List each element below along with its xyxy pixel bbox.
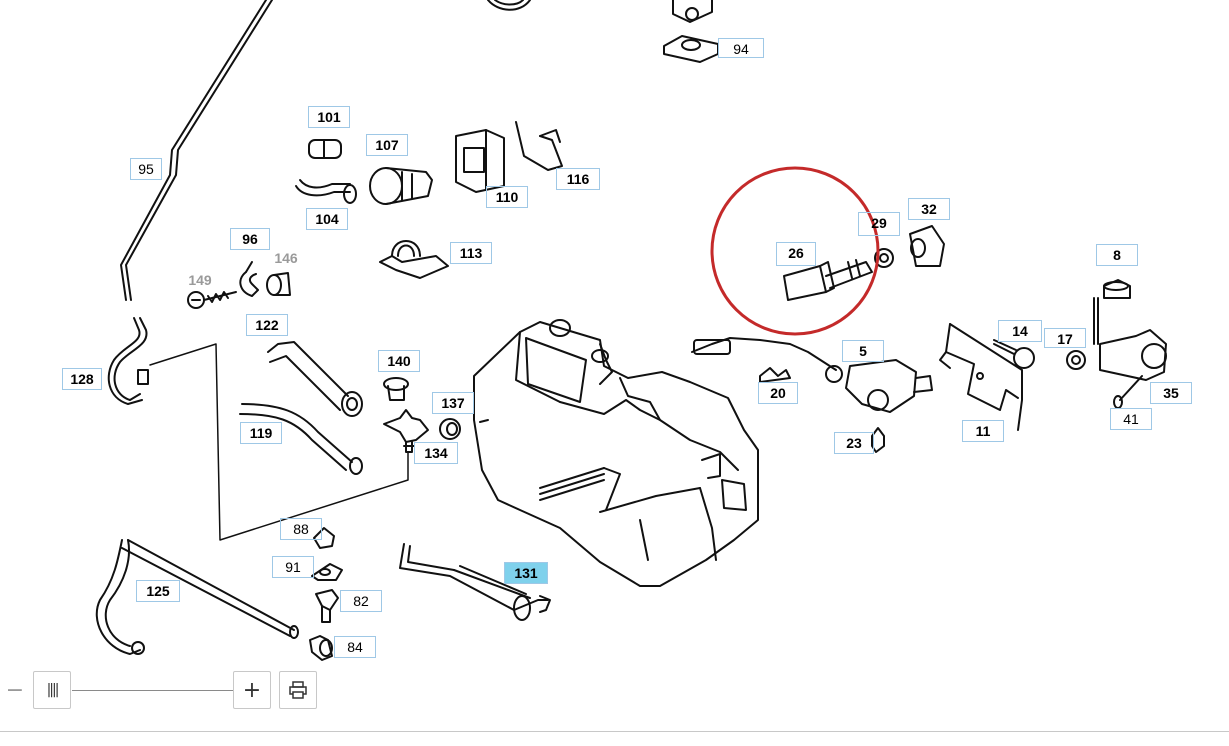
part-5: [691, 337, 933, 413]
part-8: [1103, 279, 1131, 299]
leader-lines: [149, 343, 409, 541]
callout-113[interactable]: 113: [450, 242, 492, 264]
part-149: [187, 291, 237, 309]
part-94: [663, 35, 719, 63]
callout-88[interactable]: 88: [280, 518, 322, 540]
zoom-out-button[interactable]: −: [0, 671, 34, 709]
callout-137[interactable]: 137: [432, 392, 474, 414]
callout-91[interactable]: 91: [272, 556, 314, 578]
part-134: [383, 409, 429, 453]
part-26: [783, 259, 873, 301]
part-35: [1093, 297, 1167, 381]
slider-handle-icon: ||||: [46, 682, 60, 698]
part-29: [874, 248, 894, 268]
callout-95[interactable]: 95: [130, 158, 162, 180]
part-11: [939, 323, 1023, 431]
printer-icon: [289, 681, 307, 699]
print-button[interactable]: [279, 671, 317, 709]
part-125: [95, 539, 299, 655]
part-top-partial: [487, 0, 531, 11]
callout-35[interactable]: 35: [1150, 382, 1192, 404]
part-20: [759, 367, 791, 383]
zoom-in-button[interactable]: +: [233, 671, 271, 709]
zoom-slider-track[interactable]: [72, 690, 234, 691]
callout-82[interactable]: 82: [340, 590, 382, 612]
callout-17[interactable]: 17: [1044, 328, 1086, 348]
callout-104[interactable]: 104: [306, 208, 348, 230]
part-146: [266, 272, 291, 296]
highlight-circle: [710, 166, 880, 336]
part-107: [369, 167, 433, 205]
callout-140[interactable]: 140: [378, 350, 420, 372]
callout-32[interactable]: 32: [908, 198, 950, 220]
callout-14[interactable]: 14: [998, 320, 1042, 342]
part-84: [309, 635, 333, 661]
callout-11[interactable]: 11: [962, 420, 1004, 442]
part-116: [515, 121, 563, 171]
minus-icon: −: [5, 677, 25, 703]
part-32: [909, 225, 945, 267]
zoom-slider-handle[interactable]: ||||: [33, 671, 71, 709]
callout-84[interactable]: 84: [334, 636, 376, 658]
part-95-tube: [120, 0, 273, 301]
callout-122[interactable]: 122: [246, 314, 288, 336]
callout-26[interactable]: 26: [776, 242, 816, 266]
part-131: [399, 543, 551, 621]
part-96: [239, 261, 259, 297]
callout-119[interactable]: 119: [240, 422, 282, 444]
part-23: [871, 427, 885, 453]
part-119: [239, 403, 363, 475]
plus-icon: +: [242, 677, 262, 703]
part-104: [295, 179, 357, 204]
part-91: [311, 563, 343, 581]
callout-134[interactable]: 134: [414, 442, 458, 464]
callout-20[interactable]: 20: [758, 382, 798, 404]
bottom-divider: [0, 731, 1229, 732]
callout-23[interactable]: 23: [834, 432, 874, 454]
callout-41[interactable]: 41: [1110, 408, 1152, 430]
part-14: [993, 339, 1035, 369]
callout-101[interactable]: 101: [308, 106, 350, 128]
part-113: [379, 240, 449, 279]
callout-116[interactable]: 116: [556, 168, 600, 190]
callout-125[interactable]: 125: [136, 580, 180, 602]
callout-149[interactable]: 149: [188, 272, 212, 288]
part-88: [313, 527, 335, 549]
callout-128[interactable]: 128: [62, 368, 102, 390]
part-137: [439, 418, 461, 440]
callout-131[interactable]: 131: [504, 562, 548, 584]
part-128: [107, 317, 149, 405]
part-122: [267, 341, 363, 417]
callout-110[interactable]: 110: [486, 186, 528, 208]
part-17: [1066, 350, 1086, 370]
callout-146[interactable]: 146: [274, 250, 298, 266]
part-101: [308, 139, 342, 159]
callout-96[interactable]: 96: [230, 228, 270, 250]
callout-29[interactable]: 29: [858, 212, 900, 236]
part-140: [383, 377, 409, 401]
callout-107[interactable]: 107: [366, 134, 408, 156]
callout-8[interactable]: 8: [1096, 244, 1138, 266]
part-82: [315, 589, 339, 623]
part-110: [455, 129, 505, 193]
callout-94[interactable]: 94: [718, 38, 764, 58]
part-tank-housing: [473, 319, 759, 587]
callout-5[interactable]: 5: [842, 340, 884, 362]
part-41: [1113, 375, 1143, 409]
part-top-right-partial: [672, 0, 713, 23]
